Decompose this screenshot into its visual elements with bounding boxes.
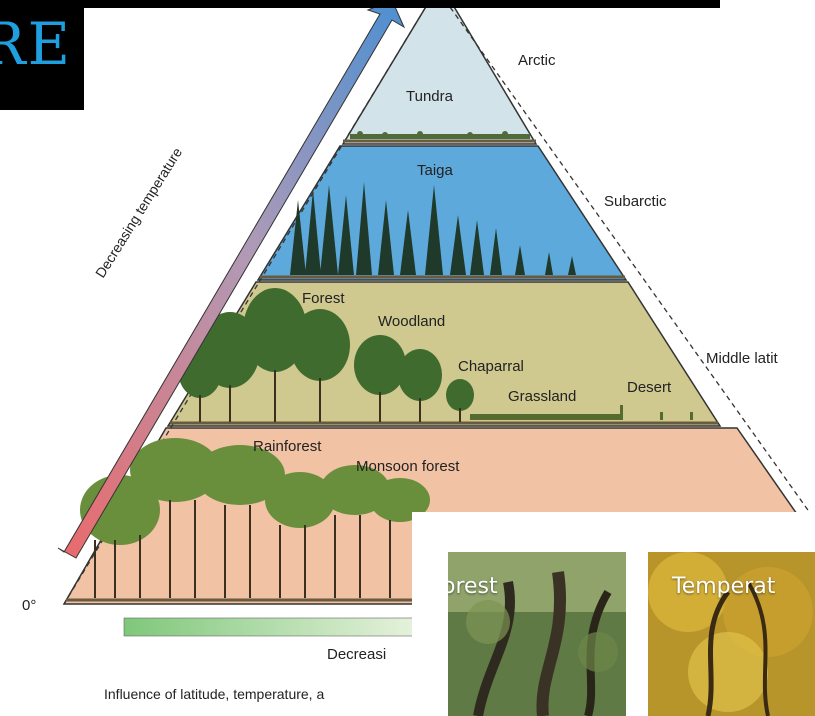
label-tundra: Tundra xyxy=(406,88,453,105)
label-middle-latitudes: Middle latit xyxy=(706,350,778,367)
thumbnail-temperate[interactable]: Temperat xyxy=(648,552,815,716)
label-monsoon-forest: Monsoon forest xyxy=(356,458,459,475)
decreasing-bar xyxy=(124,618,424,636)
label-grassland: Grassland xyxy=(508,388,576,405)
label-taiga: Taiga xyxy=(417,162,453,179)
thumbnail-label: Temperat xyxy=(672,574,775,599)
banner-text: RE xyxy=(0,10,72,78)
top-bar xyxy=(84,0,720,8)
label-woodland: Woodland xyxy=(378,313,445,330)
label-forest: Forest xyxy=(302,290,345,307)
label-zero-degrees: 0° xyxy=(22,597,36,614)
bar-label: Decreasi xyxy=(327,646,386,663)
label-desert: Desert xyxy=(627,379,671,396)
thumbnail-forest[interactable]: orest xyxy=(448,552,626,716)
tundra-band xyxy=(343,0,536,144)
caption: Influence of latitude, temperature, a xyxy=(104,686,324,702)
label-subarctic: Subarctic xyxy=(604,193,667,210)
label-chaparral: Chaparral xyxy=(458,358,524,375)
banner: RE xyxy=(0,0,84,110)
thumbnail-label: orest xyxy=(448,574,498,599)
label-arctic: Arctic xyxy=(518,52,556,69)
label-rainforest: Rainforest xyxy=(253,438,321,455)
